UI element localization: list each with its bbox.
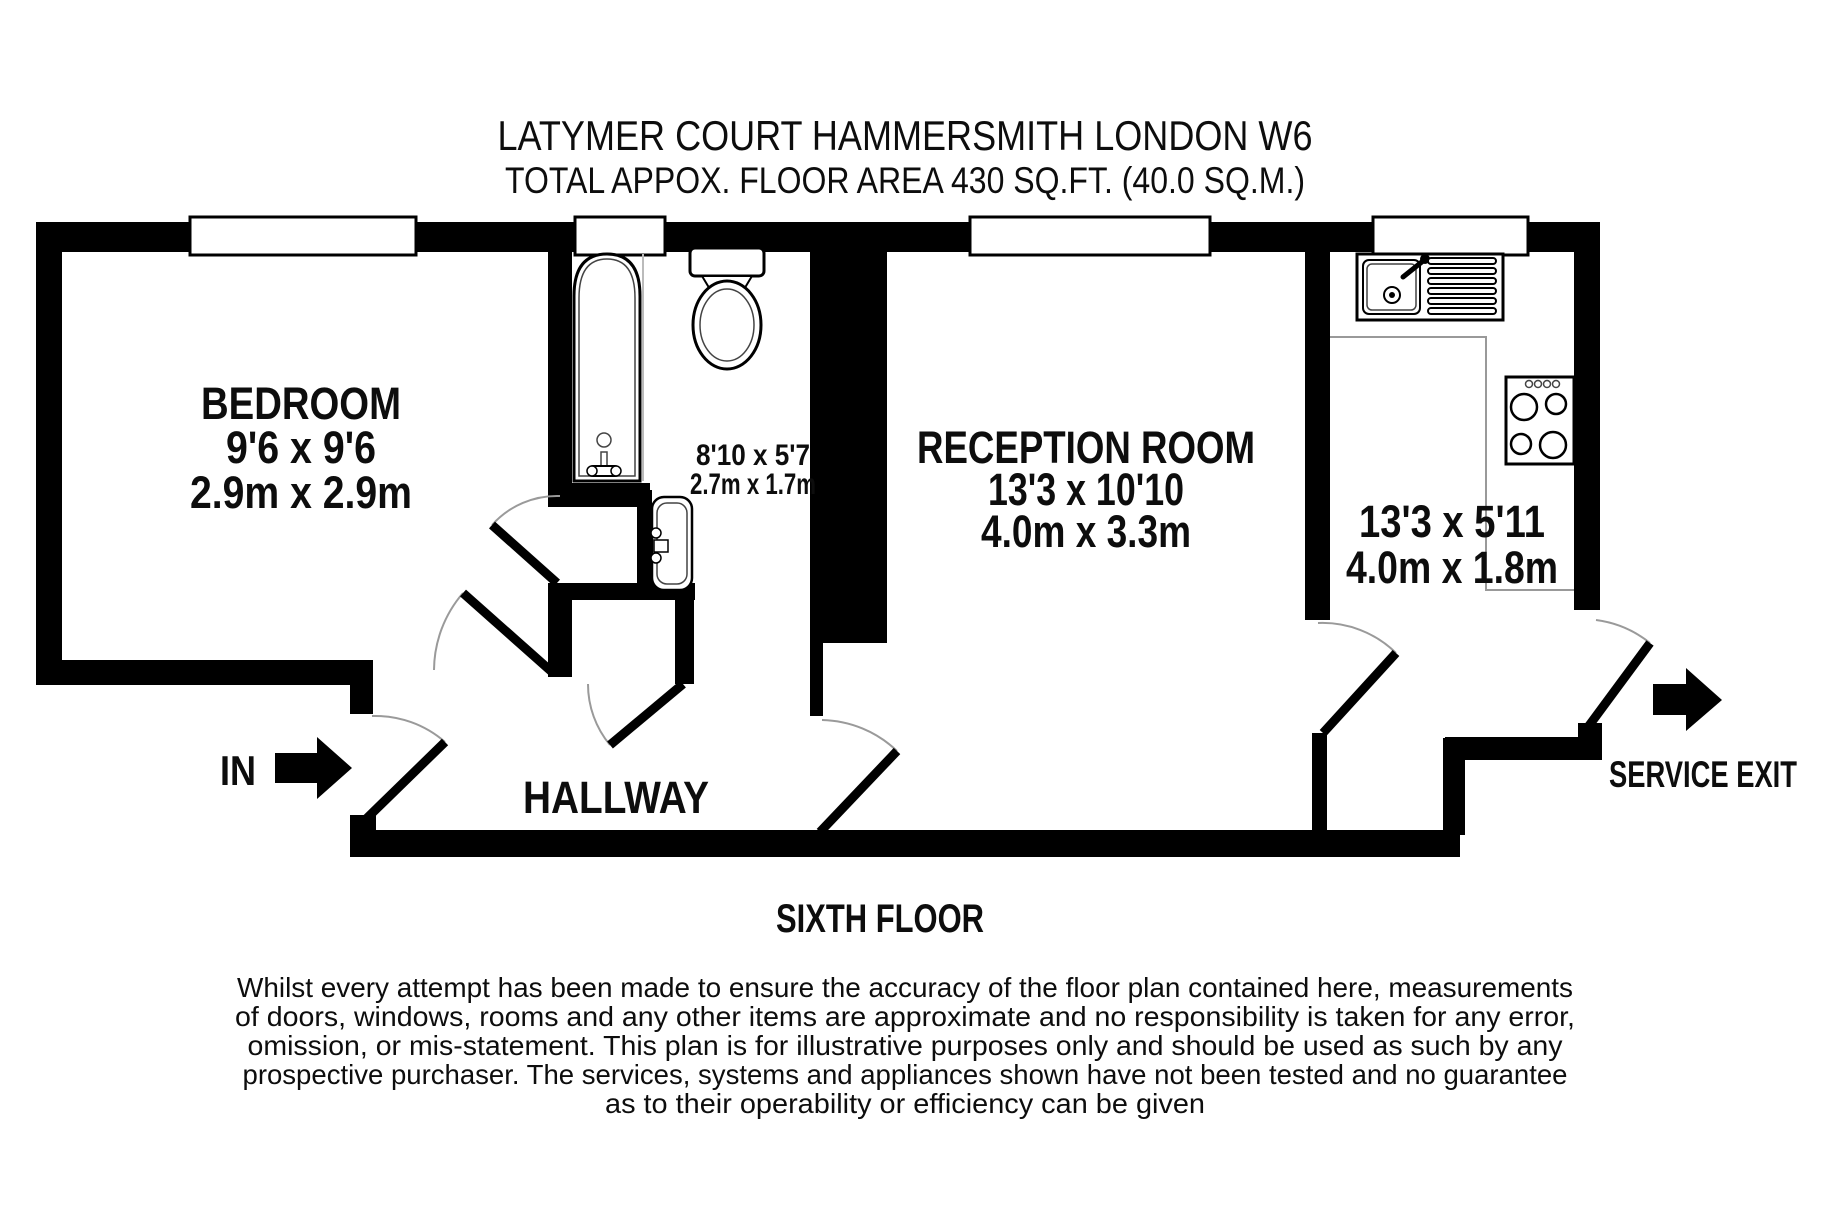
reception-door — [816, 719, 901, 836]
bathtub-icon — [572, 252, 644, 483]
disclaimer: Whilst every attempt has been made to en… — [235, 972, 1575, 1119]
service-door — [1584, 619, 1654, 730]
kitchen-divider-wall — [1305, 252, 1330, 620]
sink-back-wall — [637, 490, 652, 592]
exterior-walls — [36, 222, 1602, 857]
kitchen-counter-line — [1330, 336, 1574, 591]
floor-label: SIXTH FLOOR — [776, 897, 984, 941]
south-wall — [350, 830, 1460, 857]
bathroom-dims-metric: 2.7m x 1.7m — [690, 468, 816, 501]
wc-door-stub — [675, 598, 694, 684]
washbasin-icon — [650, 495, 694, 592]
bathroom-dims-imperial: 8'10 x 5'7 — [696, 439, 810, 472]
plan-subtitle: TOTAL APPOX. FLOOR AREA 430 SQ.FT. (40.0… — [505, 160, 1305, 201]
service-exit-label: SERVICE EXIT — [1609, 754, 1797, 795]
toilet-icon — [688, 246, 766, 371]
reception-column — [810, 252, 887, 643]
stove-icon — [1504, 375, 1576, 466]
bathroom-window — [573, 215, 667, 257]
east-wall — [1574, 252, 1600, 610]
plan-title: LATYMER COURT HAMMERSMITH LONDON W6 — [498, 112, 1313, 159]
bedroom-south-wall — [36, 660, 373, 685]
entrance-arrow-icon — [275, 737, 352, 799]
bedroom-dims-imperial: 9'6 x 9'6 — [226, 422, 376, 473]
windows — [188, 215, 1530, 257]
service-step-riser — [1443, 738, 1465, 835]
bedroom-window — [188, 215, 418, 257]
entrance-label: IN — [220, 747, 256, 794]
disclaimer-line-5: as to their operability or efficiency ca… — [605, 1088, 1205, 1119]
kitchen-door-stub — [1312, 733, 1327, 835]
kitchen-window — [1371, 215, 1530, 257]
disclaimer-line-4: prospective purchaser. The services, sys… — [243, 1059, 1568, 1090]
service-exit-arrow-icon — [1653, 668, 1722, 731]
room-labels: BEDROOM 9'6 x 9'6 2.9m x 2.9m 8'10 x 5'7… — [190, 378, 1558, 823]
entry-jamb-top — [350, 685, 373, 714]
bathroom-west-wall — [548, 252, 572, 507]
bedroom-dims-metric: 2.9m x 2.9m — [190, 467, 412, 518]
reception-label: RECEPTION ROOM — [917, 422, 1255, 473]
bathtub-end-wall — [548, 483, 650, 507]
reception-window — [968, 215, 1212, 257]
drainer-bars — [1427, 257, 1497, 315]
bathroom-door — [489, 494, 561, 587]
bedroom-label: BEDROOM — [201, 378, 401, 429]
disclaimer-line-1: Whilst every attempt has been made to en… — [237, 972, 1573, 1003]
service-step-wall — [1445, 737, 1602, 760]
reception-door-jamb — [810, 643, 823, 716]
reception-dims-metric: 4.0m x 3.3m — [981, 506, 1191, 557]
disclaimer-line-3: omission, or mis-statement. This plan is… — [248, 1030, 1563, 1061]
kitchen-dims-imperial: 13'3 x 5'11 — [1359, 496, 1545, 547]
west-wall — [36, 222, 62, 685]
reception-dims-imperial: 13'3 x 10'10 — [988, 464, 1184, 515]
hallway-label: HALLWAY — [523, 772, 709, 823]
service-corner-block — [1578, 723, 1602, 739]
interior-walls — [548, 252, 1330, 835]
wc-door — [586, 680, 686, 749]
kitchen-sink-icon — [1355, 252, 1505, 322]
kitchen-dims-metric: 4.0m x 1.8m — [1346, 542, 1558, 593]
bedroom-door — [433, 589, 555, 676]
kitchen-door — [1317, 621, 1400, 737]
disclaimer-line-2: of doors, windows, rooms and any other i… — [235, 1001, 1575, 1032]
entry-door — [359, 714, 449, 826]
